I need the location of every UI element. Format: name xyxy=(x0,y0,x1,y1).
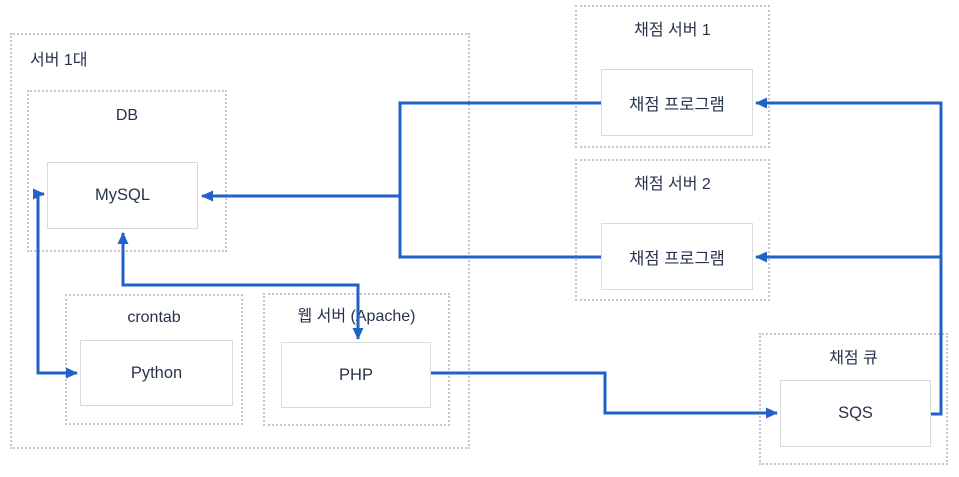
group-server-label: 서버 1대 xyxy=(30,52,88,69)
edge-php-to-sqs xyxy=(431,371,778,419)
node-grading-program-2: 채점 프로그램 xyxy=(601,223,753,290)
group-grading-server-1-label: 채점 서버 1 xyxy=(634,22,711,39)
node-mysql: MySQL xyxy=(47,162,198,229)
node-python: Python xyxy=(80,340,233,406)
group-db-label: DB xyxy=(115,107,139,124)
group-crontab-label: crontab xyxy=(127,309,181,326)
group-grading-server-2-label: 채점 서버 2 xyxy=(634,176,711,193)
node-php: PHP xyxy=(281,342,431,408)
node-sqs: SQS xyxy=(780,380,931,447)
node-grading-program-1: 채점 프로그램 xyxy=(601,69,753,136)
group-grading-queue-label: 채점 큐 xyxy=(829,350,878,367)
group-grading-server-1: 채점 서버 1 xyxy=(575,5,770,148)
group-web-server-label: 웹 서버 (Apache) xyxy=(297,308,416,325)
